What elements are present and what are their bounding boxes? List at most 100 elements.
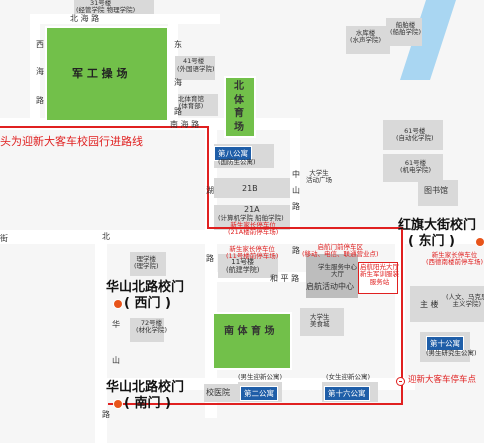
building-61b bbox=[383, 154, 443, 182]
road-big-horizontal bbox=[0, 230, 484, 244]
road-beihai bbox=[30, 14, 220, 24]
apt16-top: (女生迎新公寓) bbox=[326, 373, 371, 381]
apt16-sign: 第十六公寓 bbox=[324, 386, 370, 401]
military-field bbox=[45, 26, 169, 122]
apt10-sign: 第十公寓 bbox=[426, 336, 464, 351]
building-chuanbo bbox=[386, 18, 422, 46]
building-hospital bbox=[204, 384, 238, 402]
road-east-label-3: 路 bbox=[174, 107, 182, 116]
bus-stop-icon[interactable] bbox=[396, 377, 405, 386]
sunshine-hall-label: 启航阳光大厅 新生军训服装 服务站 bbox=[360, 263, 399, 286]
south-gate-line1: 华山北路校门 bbox=[106, 380, 185, 395]
library-label: 图书馆 bbox=[424, 186, 448, 195]
road-north-middle bbox=[290, 130, 300, 240]
south-gate-marker[interactable] bbox=[114, 400, 122, 408]
main-bldg-sub: (人文、马克思 主义学院) bbox=[446, 293, 484, 309]
road-huashan bbox=[95, 244, 107, 443]
road-middle-label-1: 中 bbox=[292, 170, 300, 179]
east-gate-parking: 新生家长停车位 (西德南楼前停车场) bbox=[426, 251, 484, 267]
road-middle-label-3: 路 bbox=[292, 202, 300, 211]
building-shuiku bbox=[346, 26, 390, 54]
building-31-label: 31号楼 bbox=[90, 0, 112, 7]
building-canteen bbox=[300, 308, 344, 336]
b61b-label: 61号楼 (机电学院) bbox=[400, 159, 432, 175]
building-library bbox=[418, 180, 458, 206]
apt2-sign: 第二公寓 bbox=[240, 386, 278, 401]
road-east-label-2: 海 bbox=[174, 78, 182, 87]
square-label: 大学生 活动广场 bbox=[306, 169, 332, 185]
south-gate-line2: ( 南门 ) bbox=[124, 396, 171, 411]
shuiku-label: 水库楼 (水声学院) bbox=[350, 29, 382, 45]
south-field-label: 南 体 育 场 bbox=[224, 326, 275, 337]
road-heping bbox=[205, 272, 405, 282]
building-41 bbox=[175, 56, 215, 80]
military-field-label: 军 工 操 场 bbox=[72, 67, 128, 80]
road-lake-label-2: 路 bbox=[206, 254, 214, 263]
road-middle-label-2: 山 bbox=[292, 186, 300, 195]
road-middle-label-4: 路 bbox=[292, 246, 300, 255]
apt10-sub: (男生研究生公寓) bbox=[426, 349, 477, 357]
building-21a-sub: (计算机学院 船舶学院) bbox=[218, 214, 284, 222]
building-21b bbox=[214, 178, 290, 198]
bus-stop-label: 迎新大客车停车点 bbox=[408, 375, 477, 385]
road-nanhai-label: 南 海 路 bbox=[170, 120, 200, 129]
road-lake-label-1: 湖 bbox=[206, 186, 214, 195]
sunshine-hall-box bbox=[358, 262, 398, 294]
east-gate-marker[interactable] bbox=[476, 238, 484, 246]
building-21b-label: 21B bbox=[242, 184, 258, 193]
building-31-sub: (经管学院 物理学院) bbox=[76, 6, 136, 14]
north-field-label: 北 体 育 场 bbox=[234, 81, 244, 133]
apt8-sign: 第八公寓 bbox=[214, 146, 252, 161]
building-31 bbox=[74, 0, 154, 14]
building-41-label: 41号楼 bbox=[183, 57, 205, 65]
north-gym-label: 北体育馆 (体育部) bbox=[178, 95, 204, 111]
chuanbo-label: 船舶楼 (船舶学院) bbox=[390, 21, 422, 37]
west-gate-line2: ( 西门 ) bbox=[124, 296, 171, 311]
b21a-parking: 新生家长停车位 (21A楼前停车场) bbox=[228, 221, 279, 237]
b61-label: 61号楼 (自动化学院) bbox=[396, 127, 434, 143]
bus-route-label: 头为迎新大客车校园行进路线 bbox=[0, 135, 143, 148]
road-huashan-label-3: 北 bbox=[102, 232, 110, 241]
road-huashan-label-4: 路 bbox=[102, 410, 110, 419]
apt8-sub: (国防生公寓) bbox=[218, 158, 256, 166]
hall-note: 启航门前停车区 (移动、电信、联通营业点) bbox=[302, 243, 379, 259]
b11-parking: 新生家长停车位 (11号楼前停车场) bbox=[226, 245, 279, 261]
road-west-label-1: 西 bbox=[36, 40, 44, 49]
building-21a-label: 21A bbox=[244, 205, 260, 214]
building-science bbox=[130, 252, 166, 276]
road-west-north bbox=[30, 14, 40, 134]
road-beihai-label: 北 海 路 bbox=[70, 14, 100, 23]
road-huashan-label-1: 华 bbox=[112, 320, 120, 329]
hospital-label: 校医院 bbox=[206, 388, 230, 397]
road-west-label-2: 海 bbox=[36, 67, 44, 76]
b72-label: 72号楼 (材化学院) bbox=[136, 319, 168, 335]
east-gate-line2: ( 东门 ) bbox=[408, 234, 455, 249]
north-field bbox=[224, 76, 256, 138]
building-11 bbox=[218, 254, 278, 278]
road-west-label-3: 路 bbox=[36, 96, 44, 105]
building-north-gym bbox=[178, 94, 218, 116]
activity-label: 启航活动中心 bbox=[306, 282, 354, 291]
south-field-small bbox=[212, 342, 292, 370]
b11-label: 11号楼 (航建学院) bbox=[226, 258, 260, 275]
students-center-label: 学生服务中心 大厅 bbox=[318, 263, 357, 279]
road-east-inner bbox=[395, 240, 405, 390]
science-label: 理学楼 (理学院) bbox=[134, 255, 159, 271]
road-huashan-label-2: 山 bbox=[112, 356, 120, 365]
building-main bbox=[410, 286, 484, 322]
canteen-label: 大学生 美食城 bbox=[310, 313, 330, 329]
building-72 bbox=[130, 318, 164, 342]
building-61a bbox=[383, 120, 443, 150]
west-gate-line1: 华山北路校门 bbox=[106, 280, 185, 295]
building-41-sub: (外国语学院) bbox=[177, 65, 215, 73]
east-gate-line1: 红旗大街校门 bbox=[398, 218, 477, 233]
road-heping-label: 和 平 路 bbox=[270, 274, 300, 283]
west-gate-marker[interactable] bbox=[114, 300, 122, 308]
road-street-label: 街 bbox=[0, 234, 8, 243]
road-east-north bbox=[168, 14, 178, 124]
building-21a bbox=[214, 205, 290, 230]
apt2-top: (男生迎新公寓) bbox=[238, 373, 283, 381]
main-bldg-label: 主 楼 bbox=[420, 300, 439, 309]
road-east-label-1: 东 bbox=[174, 40, 182, 49]
